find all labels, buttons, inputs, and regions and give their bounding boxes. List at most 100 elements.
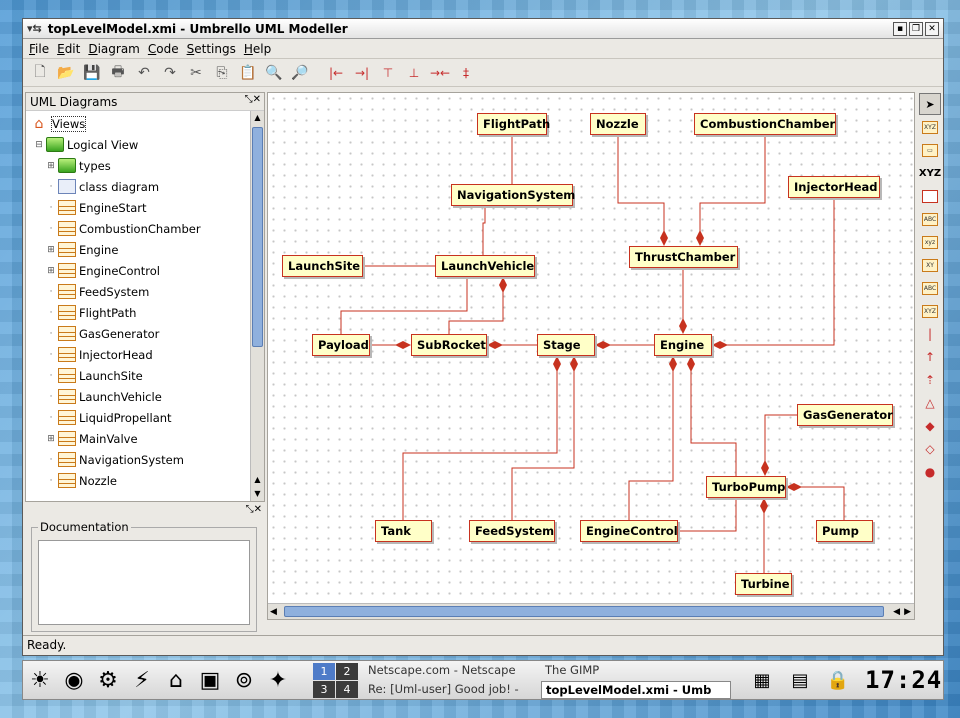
tree-item[interactable]: ·GasGenerator [26, 323, 264, 344]
scroll-thumb[interactable] [252, 127, 263, 347]
association-line[interactable] [690, 364, 737, 476]
scroll-left-icon[interactable]: ◀ [893, 607, 900, 617]
class-box-turbopump[interactable]: TurboPump [706, 476, 786, 498]
association-line[interactable] [699, 135, 766, 238]
minimize-icon[interactable]: ▪ [893, 21, 907, 36]
home-folder-icon[interactable]: ⌂ [169, 667, 183, 693]
association-tool-icon[interactable]: ↑ [924, 350, 936, 364]
tree-item[interactable]: ·LiquidPropellant [26, 407, 264, 428]
menu-code[interactable]: Code [147, 41, 179, 56]
class-box-combustionchamber[interactable]: CombustionChamber [694, 113, 836, 135]
klipper-icon[interactable]: ▤ [791, 669, 809, 691]
scroll-left-icon[interactable]: ◀ [270, 607, 277, 617]
association-line[interactable] [720, 198, 835, 346]
scroll-up-icon[interactable]: ▲ [254, 475, 261, 484]
class-box-gasgenerator[interactable]: GasGenerator [797, 404, 893, 426]
association-line[interactable] [511, 364, 575, 520]
terminal-icon[interactable]: ▣ [199, 667, 221, 693]
entity-tool-icon[interactable]: ABC [919, 277, 941, 299]
expand-icon[interactable]: ⊞ [47, 265, 55, 276]
tree-item[interactable]: ·NavigationSystem [26, 449, 264, 470]
class-box-navigationsystem[interactable]: NavigationSystem [451, 184, 575, 206]
help-lifebuoy-icon[interactable]: ⊚ [234, 667, 254, 693]
class-box-thrustchamber[interactable]: ThrustChamber [629, 246, 738, 268]
task-mail[interactable]: Re: [Uml-user] Good job! - [368, 681, 519, 696]
redo-icon[interactable]: ↷ [164, 64, 176, 81]
aggregation-tool-icon[interactable]: ◆ [925, 419, 935, 433]
tree-item[interactable]: ⊟Logical View [26, 134, 264, 155]
control-center-icon[interactable]: ⚙ [98, 667, 118, 693]
documentation-textarea[interactable] [38, 540, 250, 625]
panel-close-icon[interactable]: ⤡✕ [244, 94, 261, 105]
association-line[interactable] [617, 135, 665, 238]
desktop-1-button[interactable]: 1 [313, 662, 335, 680]
window-menu-icon[interactable]: ▾⇆ [27, 22, 42, 35]
task-netscape[interactable]: Netscape.com - Netscape [368, 662, 516, 677]
menu-settings[interactable]: Settings [186, 41, 236, 56]
tree-item[interactable]: ·class diagram [26, 176, 264, 197]
align-bottom-icon[interactable]: ⊥ [408, 65, 420, 80]
class-box-launchvehicle[interactable]: LaunchVehicle [435, 255, 535, 277]
tree-item[interactable]: ·EngineStart [26, 197, 264, 218]
association-line[interactable] [482, 206, 486, 255]
desktop-2-button[interactable]: 2 [336, 662, 358, 680]
tree-item[interactable]: ·FeedSystem [26, 281, 264, 302]
close-icon[interactable]: ✕ [925, 21, 939, 36]
title-bar[interactable]: ▾⇆ topLevelModel.xmi - Umbrello UML Mode… [23, 19, 943, 39]
open-folder-icon[interactable]: 📂 [57, 64, 75, 81]
new-file-icon[interactable]: 🗋 [34, 63, 46, 80]
association-line[interactable] [448, 285, 504, 334]
generalization-tool-icon[interactable]: | [927, 327, 933, 341]
realization-tool-icon[interactable]: △ [925, 396, 935, 410]
tree-item[interactable]: ·LaunchSite [26, 365, 264, 386]
class-box-launchsite[interactable]: LaunchSite [282, 255, 363, 277]
lightning-icon[interactable]: ⚡ [134, 667, 150, 693]
class-box-pump[interactable]: Pump [816, 520, 873, 542]
note-tool-icon[interactable]: xyz [919, 231, 941, 253]
browser-icon[interactable]: ✦ [268, 667, 288, 693]
h-scroll-thumb[interactable] [284, 606, 884, 617]
anchor-tool-icon[interactable]: ● [924, 465, 936, 479]
tree-item[interactable]: ·InjectorHead [26, 344, 264, 365]
menu-file[interactable]: File [29, 41, 50, 56]
association-line[interactable] [628, 364, 674, 520]
tree-item[interactable]: ⊞Engine [26, 239, 264, 260]
association-line[interactable] [764, 414, 797, 468]
align-vcenter-icon[interactable]: ‡ [463, 65, 469, 80]
menu-diagram[interactable]: Diagram [88, 41, 140, 56]
tree-item[interactable]: ⌂Views [26, 113, 264, 134]
paste-icon[interactable]: 📋 [239, 64, 257, 81]
association-line[interactable] [794, 486, 845, 520]
folder-tool-icon[interactable]: XYZ [919, 300, 941, 322]
calculator-icon[interactable]: ▦ [753, 669, 771, 691]
association-line[interactable] [678, 498, 737, 532]
association-line[interactable] [340, 277, 468, 334]
class-box-stage[interactable]: Stage [537, 334, 595, 356]
tree-item[interactable]: ·CombustionChamber [26, 218, 264, 239]
print-icon[interactable]: 🖶 [111, 63, 125, 80]
horizontal-scrollbar[interactable]: ◀ ◀ ▶ [268, 603, 914, 619]
lock-icon[interactable]: 🔒 [826, 669, 850, 691]
expand-icon[interactable]: ⊞ [47, 160, 55, 171]
k-menu-icon[interactable]: ☀ [30, 667, 50, 693]
desktop-globe-icon[interactable]: ◉ [64, 667, 84, 693]
expand-icon[interactable]: ⊞ [47, 244, 55, 255]
align-top-icon[interactable]: ⊤ [382, 65, 394, 80]
interface-tool-icon[interactable]: XYZ [918, 167, 942, 179]
menu-help[interactable]: Help [243, 41, 272, 56]
class-box-enginecontrol[interactable]: EngineControl [580, 520, 678, 542]
text-tool-icon[interactable]: XY [919, 254, 941, 276]
task-gimp[interactable]: The GIMP [545, 662, 600, 677]
tree-item[interactable]: ·Nozzle [26, 470, 264, 491]
class-box-payload[interactable]: Payload [312, 334, 370, 356]
tree-item[interactable]: ·FlightPath [26, 302, 264, 323]
composition-tool-icon[interactable]: ◇ [925, 442, 935, 456]
class-box-subrocket[interactable]: SubRocket [411, 334, 487, 356]
cut-icon[interactable]: ✂ [190, 64, 202, 81]
class-box-tank[interactable]: Tank [375, 520, 432, 542]
zoom-in-icon[interactable]: 🔍 [265, 64, 283, 81]
save-icon[interactable]: 💾 [83, 64, 101, 81]
class-tool-icon[interactable]: XYZ [919, 116, 941, 138]
maximize-icon[interactable]: ❐ [909, 21, 923, 36]
